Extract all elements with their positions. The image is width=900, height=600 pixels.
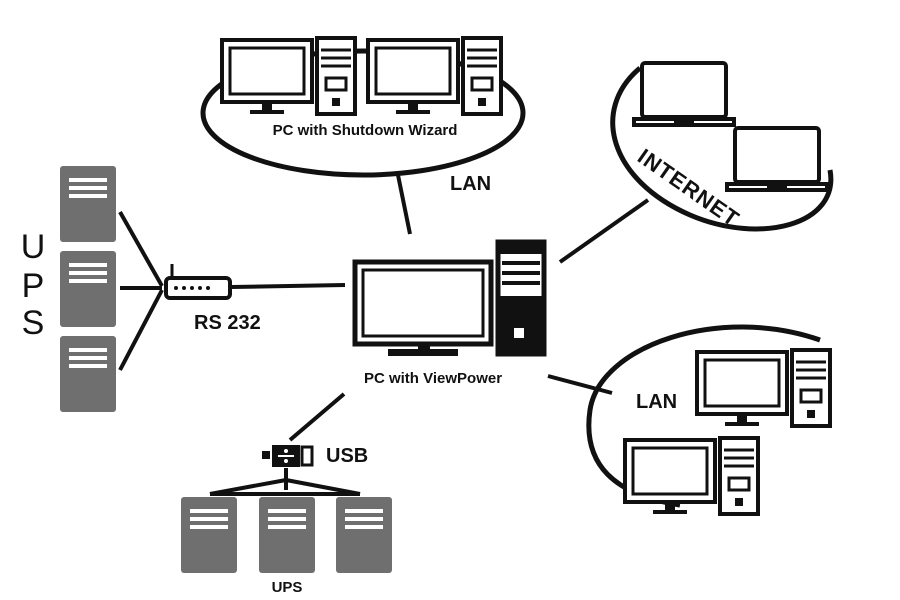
- laptop-icon: [632, 61, 736, 127]
- top-lan-ring: [200, 48, 526, 178]
- laptop-icon: [725, 126, 829, 192]
- ups-icon: [60, 336, 116, 412]
- router-icon: [164, 264, 232, 300]
- connector-line: [118, 289, 164, 371]
- connector-line: [288, 392, 346, 442]
- top-lan-group-label: PC with Shutdown Wizard: [273, 122, 458, 139]
- lan-label-top: LAN: [450, 173, 491, 195]
- ups-icon: [181, 497, 237, 573]
- connector-line: [547, 374, 613, 395]
- ups-icon: [259, 497, 315, 573]
- ups-bottom-label: UPS: [272, 579, 303, 596]
- center-pc-label: PC with ViewPower: [364, 370, 502, 387]
- connector-line: [118, 211, 164, 287]
- connector-line: [396, 174, 412, 235]
- ups-letter-s: S: [22, 304, 45, 342]
- connector-line: [209, 478, 287, 496]
- connector-line: [285, 478, 361, 496]
- center-pc-icon: [352, 239, 547, 357]
- pc-icon: [366, 36, 503, 116]
- ups-icon: [60, 251, 116, 327]
- pc-icon: [695, 348, 832, 428]
- ups-icon: [60, 166, 116, 242]
- connector-line: [558, 198, 650, 264]
- right-lan-ring: [586, 324, 821, 508]
- usb-icon: [262, 445, 314, 467]
- pc-icon: [623, 436, 760, 516]
- lan-label-right: LAN: [636, 391, 677, 413]
- pc-icon: [220, 36, 357, 116]
- connector-line: [231, 283, 346, 289]
- ups-icon: [336, 497, 392, 573]
- internet-ring: [610, 66, 834, 232]
- usb-label: USB: [326, 445, 368, 467]
- rs232-label: RS 232: [194, 312, 261, 334]
- ups-letter-p: P: [22, 267, 45, 305]
- ups-letter-u: U: [21, 228, 46, 266]
